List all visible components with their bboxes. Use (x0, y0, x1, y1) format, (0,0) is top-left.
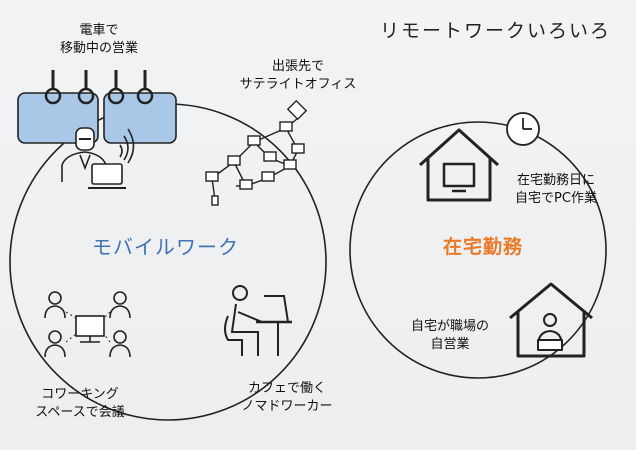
mobile-work-label: モバイルワーク (92, 235, 239, 259)
page-title: リモートワークいろいろ (380, 20, 612, 42)
homeday-label-line1: 在宅勤務日に (516, 173, 595, 188)
coworking-label-line2: スペースで会議 (35, 405, 125, 420)
coworking-label: コワーキング スペースで会議 (20, 386, 140, 422)
train-label: 電車で 移動中の営業 (44, 22, 154, 58)
cafe-label: カフェで働く ノマドワーカー (232, 380, 342, 416)
meeting-table-icon (44, 291, 131, 358)
network-office-icon (205, 99, 308, 206)
homeoffice-label-line2: 自営業 (430, 337, 470, 352)
coworking-label-line1: コワーキング (41, 387, 119, 402)
commuter-with-laptop-icon (61, 127, 135, 189)
train-window-icon (17, 70, 177, 144)
clock-icon (506, 112, 540, 146)
homeday-label-line2: 自宅でPC作業 (515, 191, 597, 206)
homeday-label: 在宅勤務日に 自宅でPC作業 (500, 172, 612, 208)
cafe-worker-icon (224, 285, 292, 356)
house-with-person-icon (509, 282, 593, 358)
satellite-label-line2: サテライトオフィス (239, 77, 357, 92)
home-work-circle (349, 121, 607, 379)
house-with-tv-icon (418, 128, 500, 202)
homeoffice-label: 自宅が職場の 自営業 (395, 318, 505, 354)
mobile-work-circle (9, 103, 327, 421)
homeoffice-label-line1: 自宅が職場の (410, 319, 489, 334)
satellite-label-line1: 出張先で (271, 59, 324, 74)
cafe-label-line2: ノマドワーカー (241, 399, 333, 414)
train-label-line2: 移動中の営業 (59, 41, 138, 56)
satellite-label: 出張先で サテライトオフィス (238, 58, 358, 94)
train-label-line1: 電車で (79, 23, 119, 38)
cafe-label-line1: カフェで働く (247, 381, 326, 396)
home-work-label: 在宅勤務 (443, 236, 524, 258)
